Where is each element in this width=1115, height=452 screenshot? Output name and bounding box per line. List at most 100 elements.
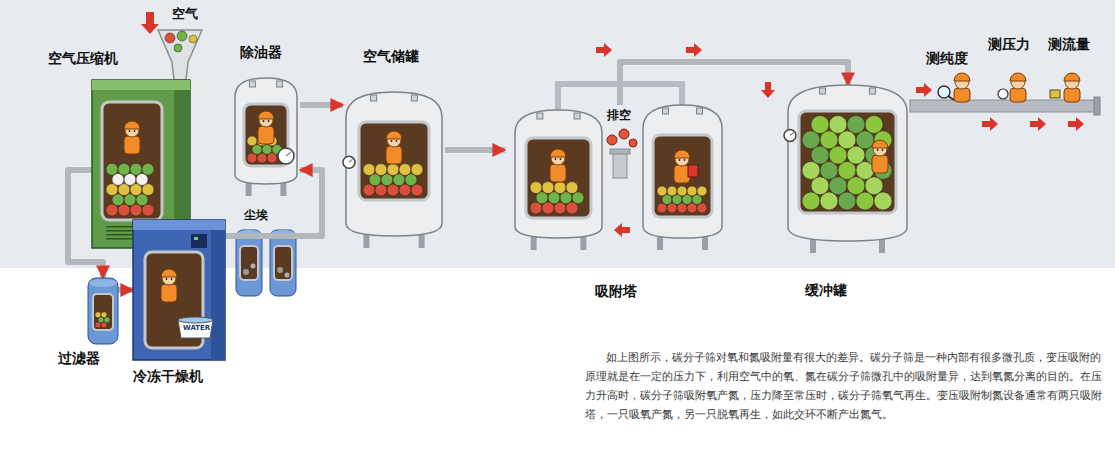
buffer-illustration xyxy=(820,192,838,210)
towers-illustration xyxy=(653,135,712,217)
filter-illustration xyxy=(88,278,118,344)
compressor-illustration xyxy=(102,102,162,220)
buffer-illustration xyxy=(799,111,896,213)
inspector-figure xyxy=(1064,73,1080,81)
towers-illustration xyxy=(554,182,566,194)
buffer-illustration xyxy=(882,149,884,151)
tank-illustration xyxy=(359,122,429,200)
buffer-illustration xyxy=(802,131,820,149)
pipe-connector xyxy=(300,102,343,108)
buffer-illustration xyxy=(847,116,865,134)
towers-illustration xyxy=(574,113,580,119)
tank-illustration xyxy=(399,164,411,176)
buffer-illustration xyxy=(790,132,794,135)
towers-illustration xyxy=(515,110,602,250)
annotation-label: WATER xyxy=(183,324,210,332)
buffer-illustration xyxy=(784,85,907,253)
caption-text: 如上图所示，碳分子筛对氧和氮吸附量有很大的差异。碳分子筛是一种内部有很多微孔质，… xyxy=(585,348,1107,424)
buffer-illustration xyxy=(811,146,829,164)
equipment-label: 过滤器 xyxy=(58,350,100,367)
annotation-label: 测流量 xyxy=(1048,36,1090,53)
towers-illustration xyxy=(526,138,591,218)
inspector-figure xyxy=(1050,73,1080,102)
compressor-illustration xyxy=(106,163,118,175)
buffer-illustration xyxy=(856,192,874,210)
vent xyxy=(610,149,630,154)
inspector-figure xyxy=(998,73,1026,102)
buffer-illustration xyxy=(874,192,892,210)
buffer-illustration xyxy=(838,192,856,210)
towers-illustration xyxy=(550,164,566,182)
buffer-illustration xyxy=(838,131,856,149)
air-funnel xyxy=(174,44,182,52)
oil-illustration xyxy=(263,120,265,122)
inspector-figure xyxy=(948,96,954,100)
dryer-illustration xyxy=(133,220,225,360)
vent xyxy=(619,129,629,139)
buffer-illustration xyxy=(829,116,847,134)
dryer-illustration xyxy=(171,278,173,280)
buffer-illustration xyxy=(802,161,820,179)
dust-filters xyxy=(274,246,292,280)
oil-illustration xyxy=(235,78,297,196)
towers-illustration xyxy=(515,110,602,238)
dust-filters xyxy=(277,267,283,273)
buffer-illustration xyxy=(872,140,888,148)
buffer-illustration xyxy=(829,146,847,164)
flow-arrow xyxy=(614,223,630,237)
tank-illustration xyxy=(411,95,417,101)
filter-illustration xyxy=(101,312,107,318)
tank-illustration xyxy=(375,164,387,176)
oil-illustration xyxy=(258,126,274,144)
dryer-illustration xyxy=(133,220,225,230)
inspector-figure xyxy=(954,73,970,81)
towers-illustration xyxy=(530,182,542,194)
tank-illustration xyxy=(363,164,375,176)
compressor-illustration xyxy=(124,121,140,129)
buffer-illustration xyxy=(847,146,865,164)
dryer-equipment: 冷冻干燥机 xyxy=(133,220,225,360)
towers-illustration xyxy=(697,108,703,114)
dryer-illustration xyxy=(191,234,207,248)
towers-equipment: 吸附塔 xyxy=(505,105,730,250)
filter-illustration xyxy=(93,294,113,330)
annotation-label: 尘埃 xyxy=(244,208,268,222)
dryer-illustration xyxy=(211,230,225,360)
dust-filters xyxy=(243,269,249,275)
output-pipe xyxy=(1094,97,1100,115)
backdrop-band xyxy=(0,0,1115,268)
buffer-illustration xyxy=(872,155,888,173)
oil-illustration xyxy=(278,148,294,164)
towers-illustration xyxy=(674,150,690,158)
inspector-figure xyxy=(1050,90,1060,98)
oil-illustration xyxy=(286,152,291,156)
towers-illustration xyxy=(566,182,578,194)
flow-arrow xyxy=(141,12,159,34)
dust-filters xyxy=(251,264,256,269)
air-funnel xyxy=(158,30,202,80)
towers-illustration xyxy=(677,186,687,196)
inspector-figure xyxy=(1064,88,1080,102)
flow-arrow xyxy=(1030,117,1046,131)
inspector-figure xyxy=(1010,73,1026,81)
dryer-illustration xyxy=(161,269,177,277)
compressor-illustration xyxy=(118,163,130,175)
oil-illustration xyxy=(232,78,300,196)
towers-illustration xyxy=(688,165,698,177)
flow-arrow xyxy=(982,117,998,131)
dust-filters xyxy=(270,230,296,296)
dryer-illustration xyxy=(133,220,225,360)
towers-illustration xyxy=(505,105,730,250)
air-funnel xyxy=(177,31,187,41)
towers-illustration xyxy=(643,105,722,238)
buffer-illustration xyxy=(811,116,829,134)
towers-illustration xyxy=(643,105,722,250)
flow-arrow xyxy=(916,83,932,97)
dryer-illustration xyxy=(178,317,213,323)
compressor-illustration xyxy=(134,130,136,132)
towers-illustration xyxy=(663,108,669,114)
buffer-illustration xyxy=(838,161,856,179)
filter-illustration xyxy=(89,279,117,287)
compressor-illustration xyxy=(130,163,142,175)
filter-illustration xyxy=(88,278,118,344)
